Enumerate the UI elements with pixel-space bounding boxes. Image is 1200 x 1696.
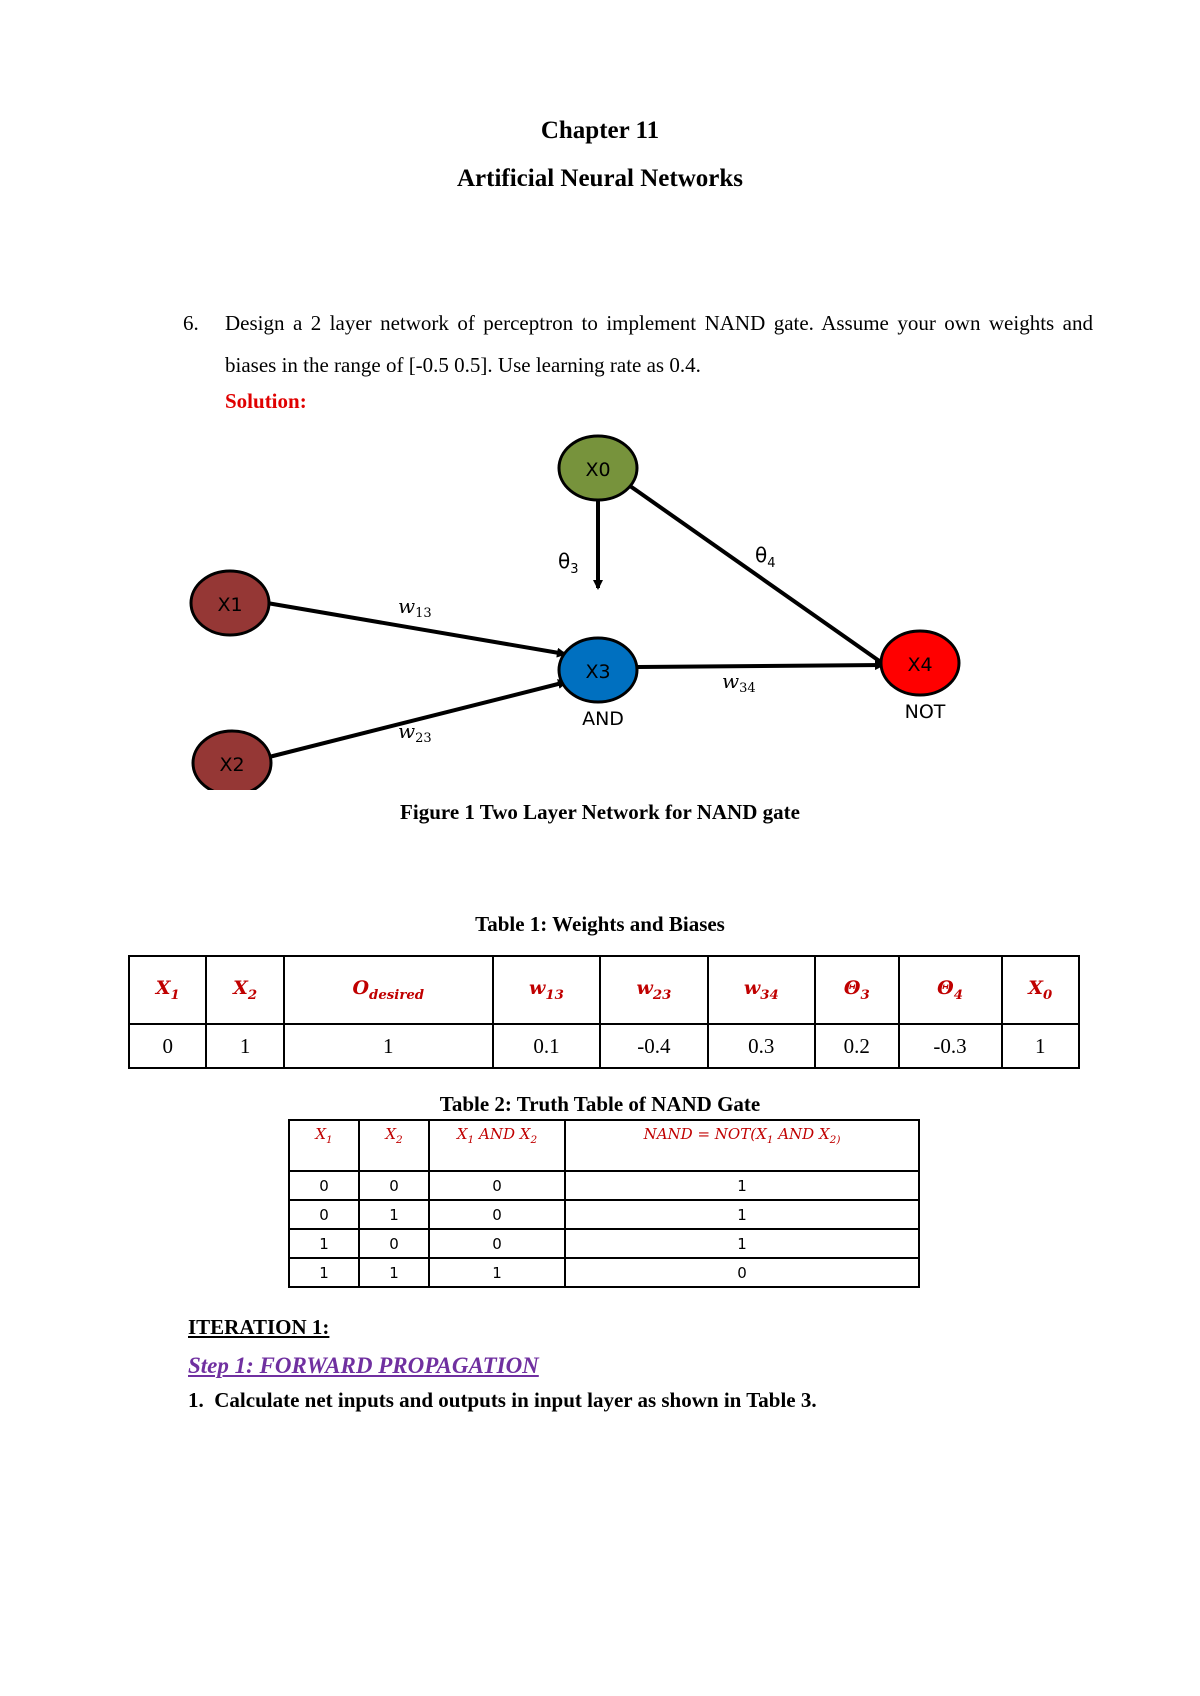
node-x3 xyxy=(557,636,639,704)
table-cell: 0 xyxy=(358,1228,430,1259)
header-cell: X0 xyxy=(1000,955,1080,1025)
table-row: 0 1 1 0.1 -0.4 0.3 0.2 -0.3 1 xyxy=(127,1023,1080,1069)
table-row: 0 0 0 1 xyxy=(288,1170,920,1201)
table-cell: 1 xyxy=(288,1257,360,1288)
header-cell: X2 xyxy=(358,1119,430,1172)
node-x4 xyxy=(879,629,961,697)
header-cell: Θ4 xyxy=(897,955,1003,1025)
caption-not: NOT xyxy=(905,701,946,723)
table-cell: 0 xyxy=(428,1170,566,1201)
label-theta3: θ3 xyxy=(558,549,579,577)
header-cell: w23 xyxy=(599,955,709,1025)
label-w13: w13 xyxy=(398,594,432,621)
table2-caption: Table 2: Truth Table of NAND Gate xyxy=(439,1092,761,1116)
label-w34: w34 xyxy=(722,669,756,696)
node-x3-label: X3 xyxy=(585,661,610,683)
figure-caption: Figure 1 Two Layer Network for NAND gate xyxy=(400,800,800,824)
table-row: 1 1 1 0 xyxy=(288,1257,920,1288)
table-cell: 0 xyxy=(564,1257,920,1288)
caption-and: AND xyxy=(582,708,624,730)
table-cell: 1 xyxy=(564,1170,920,1201)
node-x0 xyxy=(557,434,639,502)
header-cell: Θ3 xyxy=(814,955,900,1025)
edge-x1-x3 xyxy=(266,601,567,658)
step-heading: Step 1: FORWARD PROPAGATION xyxy=(188,1353,539,1378)
question-text: Design a 2 layer network of perceptron t… xyxy=(225,311,1093,377)
node-x2 xyxy=(191,729,273,790)
header-cell: X2 xyxy=(205,955,285,1025)
table-row: 1 0 0 1 xyxy=(288,1228,920,1259)
table-cell: 1 xyxy=(358,1199,430,1230)
table-cell: 1 xyxy=(205,1023,285,1069)
table-header-row: X1 X2 Odesired w13 w23 w34 Θ3 Θ4 X0 xyxy=(127,955,1080,1025)
edge-x2-x3 xyxy=(268,679,568,759)
table-cell: 0 xyxy=(428,1199,566,1230)
node-x4-label: X4 xyxy=(907,654,932,676)
edge-x3-x4 xyxy=(637,660,885,671)
header-cell: X1 xyxy=(288,1119,360,1172)
table-cell: 1 xyxy=(288,1228,360,1259)
node-x1 xyxy=(189,569,271,637)
edge-x0-x4 xyxy=(601,465,887,667)
header-cell: X1 xyxy=(127,955,208,1025)
question-number: 6. xyxy=(183,311,199,335)
node-x1-label: X1 xyxy=(217,594,242,616)
step-item: 1. Calculate net inputs and outputs in i… xyxy=(188,1388,817,1413)
table-cell: 1 xyxy=(564,1199,920,1230)
node-x2-label: X2 xyxy=(219,754,244,776)
header-cell: NAND = NOT(X1 AND X2) xyxy=(564,1119,920,1172)
table-header-row: X1 X2 X1 AND X2 NAND = NOT(X1 AND X2) xyxy=(288,1119,920,1172)
label-w23: w23 xyxy=(398,719,432,746)
chapter-heading: Chapter 11 xyxy=(540,117,660,144)
table-cell: 1 xyxy=(282,1023,494,1069)
table1-caption: Table 1: Weights and Biases xyxy=(475,912,725,936)
table-cell: 0 xyxy=(358,1170,430,1201)
network-diagram: X0 X1 X2 X3 X4 θ3 θ4 w13 w23 w34 AND NOT xyxy=(189,434,961,790)
step-item-text: Calculate net inputs and outputs in inpu… xyxy=(214,1388,817,1412)
table-cell: 0.2 xyxy=(814,1023,900,1069)
table-cell: 0.3 xyxy=(706,1023,817,1069)
table-cell: 1 xyxy=(358,1257,430,1288)
table-row: 0 1 0 1 xyxy=(288,1199,920,1230)
iteration-heading: ITERATION 1: xyxy=(188,1315,330,1339)
table-cell: 0 xyxy=(288,1170,360,1201)
table-cell: 0.1 xyxy=(491,1023,602,1069)
header-cell: w13 xyxy=(491,955,602,1025)
node-x0-label: X0 xyxy=(585,459,610,481)
label-theta4: θ4 xyxy=(755,543,776,571)
table-cell: 1 xyxy=(428,1257,566,1288)
header-cell: Odesired xyxy=(282,955,494,1025)
header-cell: X1 AND X2 xyxy=(428,1119,566,1172)
step-item-number: 1. xyxy=(188,1388,204,1412)
header-cell: w34 xyxy=(706,955,817,1025)
table-cell: 0 xyxy=(127,1023,208,1069)
weights-table: X1 X2 Odesired w13 w23 w34 Θ3 Θ4 X0 0 1 … xyxy=(127,955,1080,1069)
table-cell: 0 xyxy=(428,1228,566,1259)
table-cell: 0 xyxy=(288,1199,360,1230)
table-cell: 1 xyxy=(564,1228,920,1259)
table-cell: -0.4 xyxy=(599,1023,709,1069)
question-item: 6. Design a 2 layer network of perceptro… xyxy=(183,302,1093,386)
table-cell: -0.3 xyxy=(897,1023,1003,1069)
table-cell: 1 xyxy=(1000,1023,1080,1069)
chapter-title: Artificial Neural Networks xyxy=(456,165,744,192)
solution-label: Solution: xyxy=(225,389,307,413)
truth-table: X1 X2 X1 AND X2 NAND = NOT(X1 AND X2) 0 … xyxy=(288,1119,920,1288)
